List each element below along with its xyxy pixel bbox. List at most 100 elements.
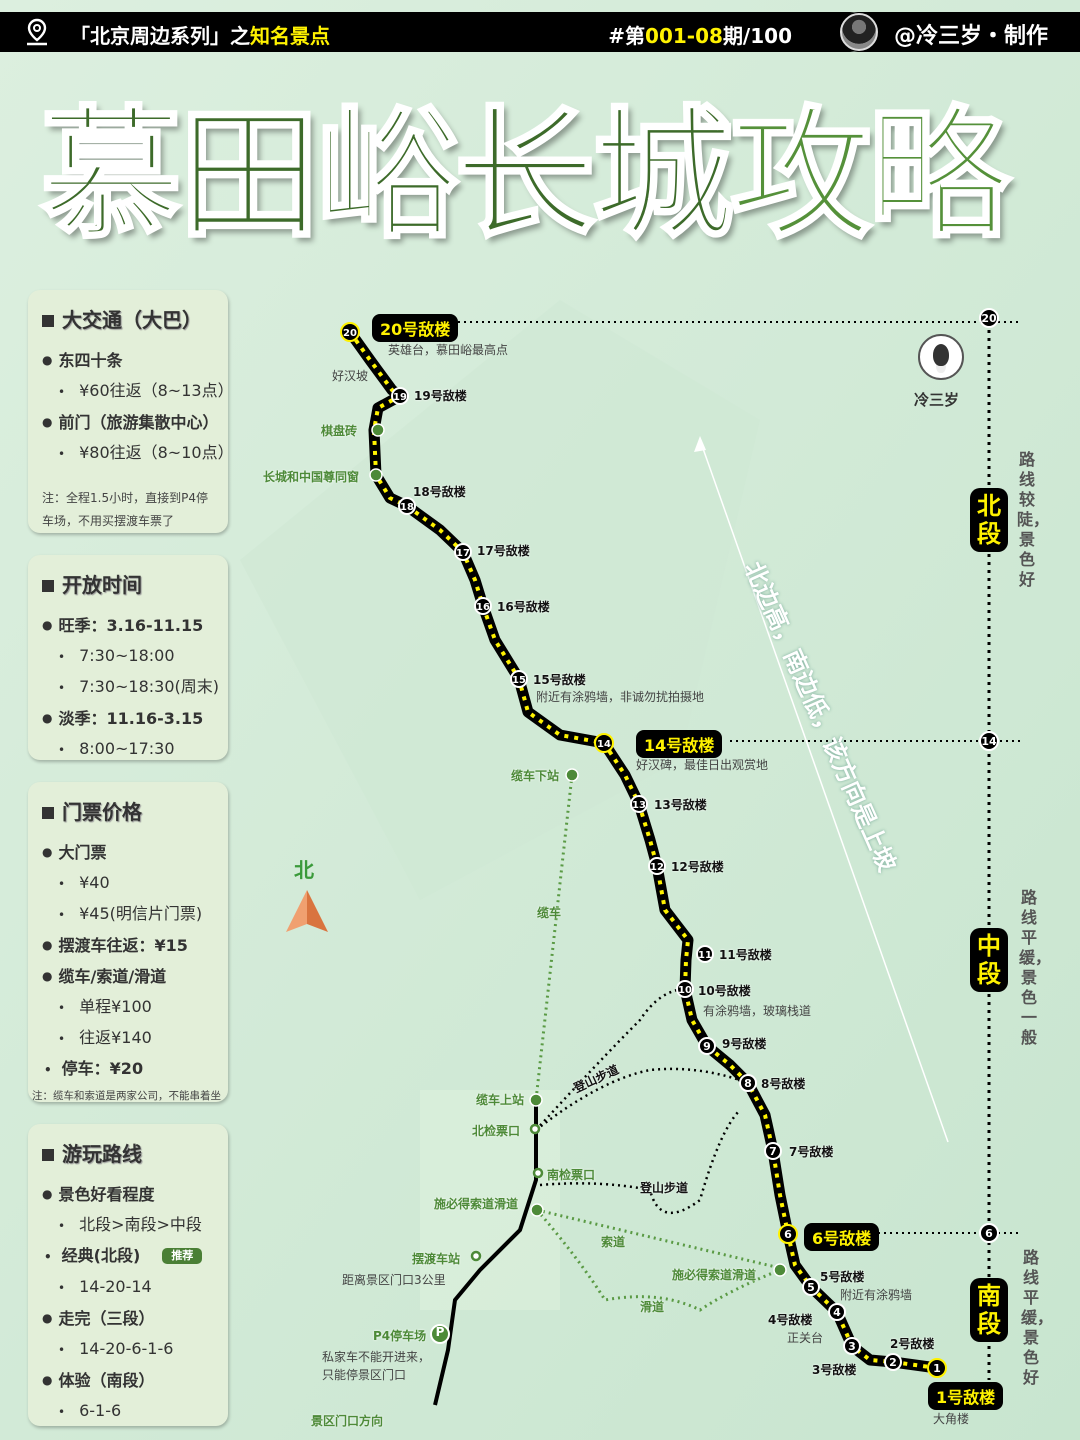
panel-item: 东四十条 [42, 345, 218, 376]
tower-1-marker [927, 1358, 947, 1378]
tower-number: 12 [650, 862, 664, 873]
map-label-qipan: 棋盘砖 [321, 424, 358, 438]
tower-10-marker [676, 980, 694, 998]
panel-item: 体验（南段） [42, 1365, 218, 1396]
panel-note: 注：缆车和索道是两家公司，不能串着坐 [32, 1090, 221, 1102]
panel-item: 淡季：11.16-3.15 [42, 703, 218, 734]
tower-12-label: 12号敌楼 [671, 860, 724, 874]
author-bar: @冷三岁・制作 [838, 12, 1080, 52]
slope-arrow-line [699, 439, 949, 1143]
tower-number: 4 [833, 1306, 841, 1319]
map-label-sbd: 施必得索道滑道 [434, 1197, 519, 1211]
panel-item: 大门票 [42, 837, 218, 868]
author-badge-name: 冷三岁 [914, 391, 960, 409]
panel-item: 经典(北段)推荐 [42, 1241, 218, 1272]
map-label-zunwindow: 长城和中国尊同窗 [263, 470, 360, 484]
map-label-south_gate: 南检票口 [547, 1168, 596, 1182]
tower-number: 9 [703, 1040, 711, 1053]
panel-title: 游玩路线 [42, 1138, 218, 1167]
tower-11-marker [696, 945, 714, 963]
north-label: 北 [294, 858, 314, 882]
tower-number: 1 [933, 1362, 941, 1375]
segment-badge-2: 南段 [970, 1278, 1008, 1342]
panel-item: 14-20-6-1-6 [42, 1334, 218, 1365]
tower-number: 19 [393, 392, 407, 403]
tower-number: 5 [807, 1281, 815, 1294]
tower-3-label: 3号敌楼 [812, 1363, 857, 1377]
tower-number: 14 [597, 739, 611, 750]
author-name: @冷三岁・制作 [894, 24, 1049, 49]
poi-marker-small [470, 1250, 482, 1262]
tower-18-label: 18号敌楼 [413, 485, 466, 499]
tower-9-marker [698, 1037, 716, 1055]
tower-number: 20 [343, 328, 357, 339]
tower-4-label: 4号敌楼 [768, 1313, 813, 1327]
axis-marker-label: 14 [981, 735, 997, 748]
poi-marker-small [529, 1123, 541, 1135]
map-label-huadao: 滑道 [640, 1300, 665, 1314]
panel-item: 单程¥100 [42, 992, 218, 1023]
panel-note: 注：全程1.5小时，直接到P4停车场，不用买摆渡车票了 [42, 491, 208, 528]
map-label-trail2: 登山步道 [640, 1181, 689, 1195]
segment-description-1: 路线平缓，景色一般 [1019, 888, 1052, 1047]
tower-19-marker [391, 387, 409, 405]
tower-20-label: 20号敌楼 [372, 314, 459, 342]
cable-car-vertical-label: 缆车 [537, 906, 562, 920]
recommend-badge: 推荐 [162, 1248, 203, 1264]
axis-marker-label: 20 [981, 312, 997, 325]
panel-item: 8:00~17:30 [42, 734, 218, 765]
tower-number: 11 [698, 950, 712, 961]
panel-ticket-prices: 门票价格大门票¥40¥45(明信片门票)摆渡车往返：¥15缆车/索道/滑道单程¥… [28, 782, 228, 1102]
tower-number: 3 [848, 1340, 856, 1353]
tower-number: 7 [769, 1145, 777, 1158]
tower-number: 6 [784, 1228, 792, 1241]
panel-item: 旺季：3.16-11.15 [42, 610, 218, 641]
location-pin-icon [27, 18, 47, 46]
tower-4-note: 正关台 [787, 1331, 824, 1345]
panel-item: 14-20-14 [42, 1272, 218, 1303]
tower-15-marker [510, 670, 528, 688]
map-label-gate_dir: 景区门口方向 [311, 1414, 384, 1428]
tower-7-label: 7号敌楼 [789, 1145, 834, 1159]
tower-number: 15 [512, 675, 526, 686]
author-avatar [840, 13, 878, 51]
tower-number: 10 [678, 985, 692, 996]
slope-arrow-head [694, 436, 706, 452]
parking-icon [430, 1324, 450, 1344]
tower-number: 8 [744, 1077, 752, 1090]
map-label-p4_note1: 私家车不能开进来， [322, 1350, 431, 1364]
tower-number: 2 [889, 1356, 897, 1369]
axis-marker [979, 731, 999, 751]
map-label-cable_down: 缆车下站 [511, 769, 560, 783]
poi-marker-small [532, 1167, 544, 1179]
tower-20-marker [340, 322, 360, 342]
segment-badge-1: 中段 [970, 928, 1008, 992]
tower-16-label: 16号敌楼 [497, 600, 550, 614]
tower-16-marker [474, 597, 492, 615]
tower-10-label: 10号敌楼 [698, 984, 751, 998]
page-title: 慕田峪长城攻略 [39, 93, 1012, 258]
panel-item: ¥40 [42, 868, 218, 899]
poi-marker [530, 1203, 544, 1217]
map-label-shuttle: 摆渡车站 [412, 1252, 461, 1266]
great-wall-route-dots [348, 330, 938, 1370]
panel-item: 摆渡车往返：¥15 [42, 930, 218, 961]
tower-14-label: 14号敌楼 [636, 730, 723, 758]
axis-marker [979, 308, 999, 328]
panel-item: 6-1-6 [42, 1396, 218, 1427]
tower-number: 16 [476, 602, 490, 613]
tower-14-marker [594, 733, 614, 753]
tower-14-note: 好汉碑，最佳日出观赏地 [636, 758, 769, 772]
map-label-north_gate: 北检票口 [472, 1124, 521, 1138]
map-label-cable_up: 缆车上站 [476, 1093, 525, 1107]
north-arrow-icon [286, 890, 328, 932]
panel-item: 走完（三段） [42, 1303, 218, 1334]
tower-8-label: 8号敌楼 [761, 1077, 806, 1091]
panel-item: 7:30~18:00 [42, 641, 218, 672]
panel-item: 停车：¥20 [42, 1054, 218, 1085]
panel-routes: 游玩路线景色好看程度北段>南段>中段经典(北段)推荐14-20-14走完（三段）… [28, 1124, 228, 1426]
panel-opening-hours: 开放时间旺季：3.16-11.157:30~18:007:30~18:30(周末… [28, 555, 228, 760]
axis-marker-label: 6 [985, 1227, 993, 1240]
tower-9-label: 9号敌楼 [722, 1037, 767, 1051]
panel-item: ¥45(明信片门票) [42, 899, 218, 930]
